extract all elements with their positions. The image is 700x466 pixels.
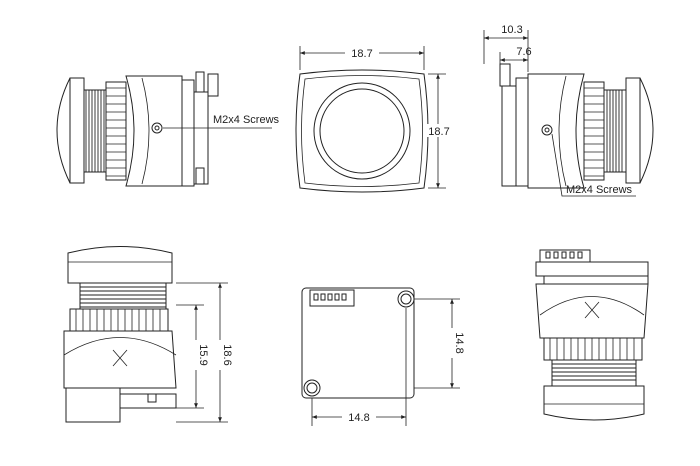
thread-lines-right: [606, 90, 623, 172]
rear-connector-pins: [545, 251, 583, 259]
logo-mark-right: [584, 301, 600, 319]
ring-knurl-right: [584, 87, 604, 177]
logo-mark-left: [112, 349, 128, 367]
front-elevation-view: 15.9 18.6: [63, 246, 233, 423]
side-view-left: M2x4 Screws: [56, 71, 280, 187]
dim-board-height: 14.8: [453, 332, 465, 353]
lens-inner: [319, 88, 405, 174]
dim-side-total: 10.3: [501, 24, 522, 36]
thread-lines-left: [85, 90, 105, 172]
dim-board-width: 14.8: [348, 412, 369, 424]
rear-board-view: 14.8 14.8: [301, 287, 465, 426]
connector-pins: [313, 293, 347, 301]
thread-rows: [80, 286, 166, 308]
ring-knurl-elev: [75, 309, 161, 331]
rear-thread-rows: [552, 363, 636, 381]
dim-front-width: 18.7: [351, 48, 372, 60]
dim-side-body: 7.6: [516, 46, 531, 58]
ring-knurl-left: [106, 87, 126, 177]
dim-height-body: 15.9: [197, 344, 209, 365]
rear-elevation-view: [535, 249, 649, 421]
dim-height-total: 18.6: [221, 344, 233, 365]
front-view: 18.7 18.7: [295, 46, 454, 193]
ring-knurl-rear: [549, 338, 635, 360]
screws-label-left: M2x4 Screws: [213, 114, 280, 126]
screws-label-right: M2x4 Screws: [566, 184, 633, 196]
side-view-right: 10.3 7.6 M2x4 Screws: [483, 24, 654, 197]
dim-front-height: 18.7: [428, 126, 449, 138]
